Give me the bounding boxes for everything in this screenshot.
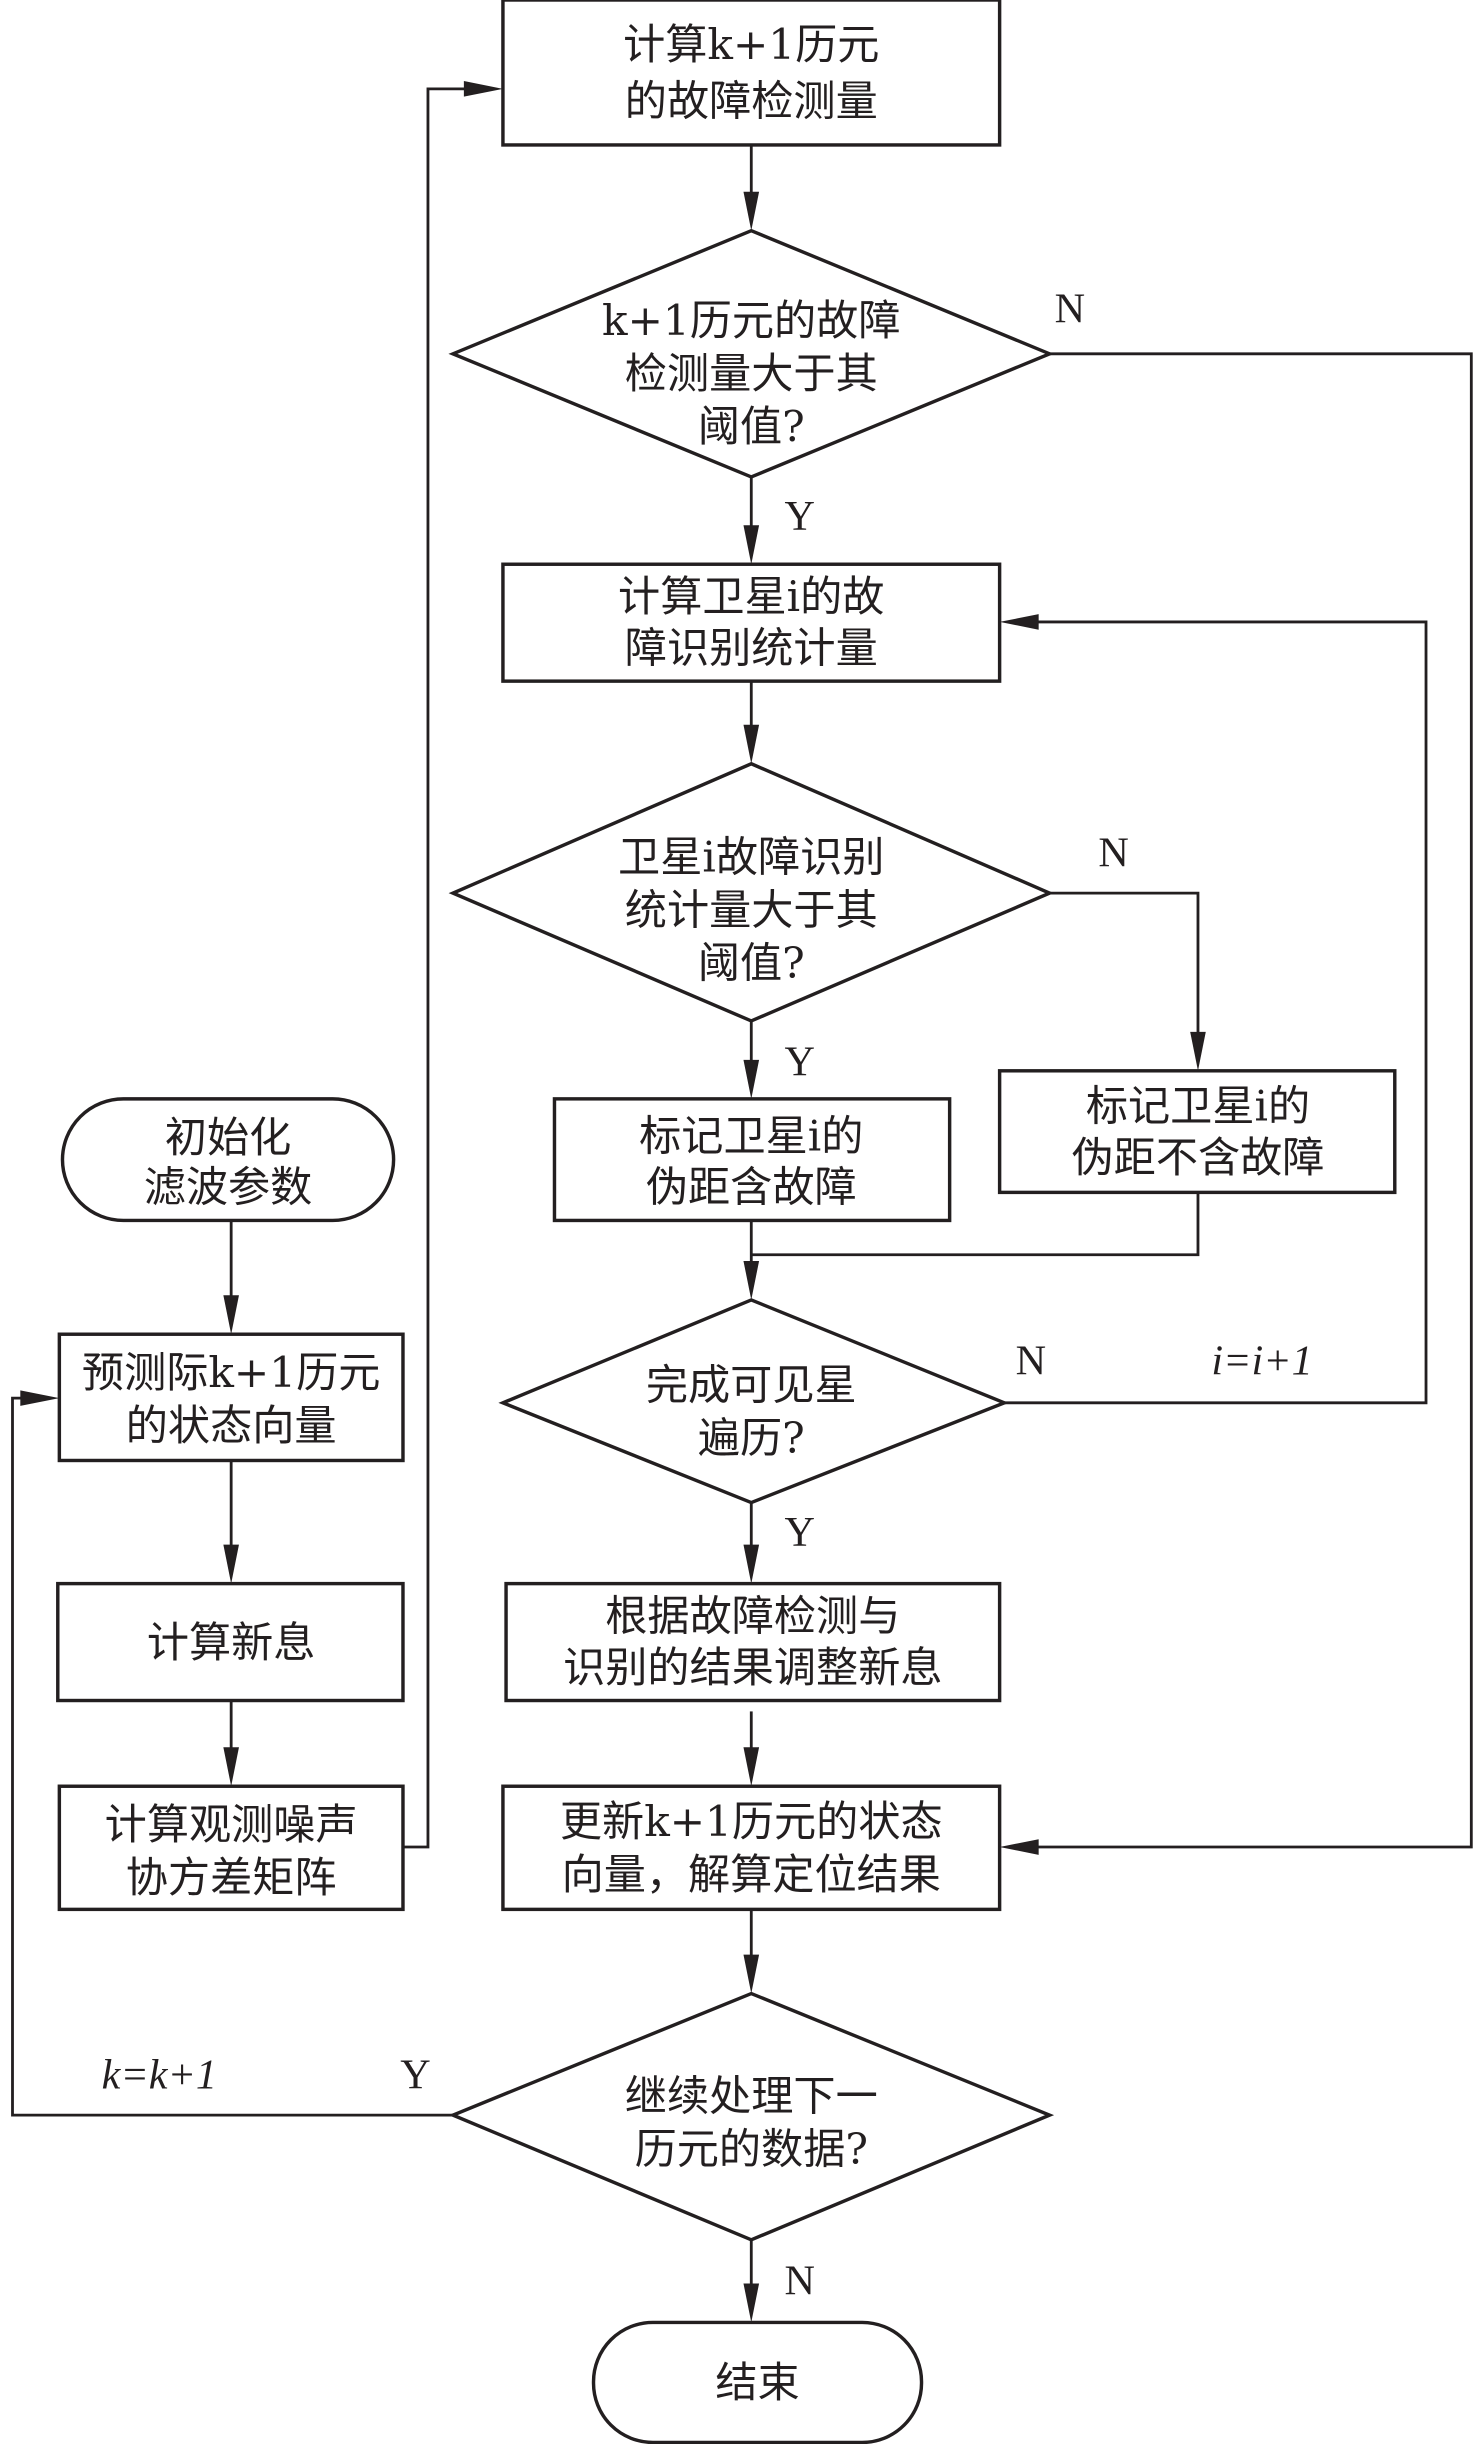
decision-shape (448, 761, 1054, 1023)
edge-noise-faultdetect (402, 87, 491, 1849)
label-traverse-yes: Y (784, 1509, 814, 1556)
node-start-line-2: 滤波参数 (144, 1163, 313, 1212)
arrowhead-down-icon (743, 1954, 760, 1994)
node-detect-decision-line-1: k+1历元的故障 (602, 296, 900, 345)
arrowhead-down-icon (743, 1260, 760, 1300)
process-shape (57, 1332, 405, 1463)
node-adjust-innovation-line-1: 根据故障检测与 (605, 1591, 900, 1640)
node-fault-identify: 计算卫星i的故 障识别统计量 (501, 562, 1002, 683)
process-shape (501, 562, 1002, 683)
node-compute-noise: 计算观测噪声 协方差矩阵 (57, 1784, 405, 1912)
node-fault-identify-line-2: 障识别统计量 (625, 623, 878, 672)
label-detect-yes: Y (784, 493, 814, 540)
node-update-state-line-1: 更新k+1历元的状态 (560, 1797, 943, 1846)
node-mark-ok-line-1: 标记卫星i的 (1086, 1082, 1310, 1131)
node-compute-innovation-line-1: 计算新息 (147, 1618, 316, 1667)
node-fault-detect-line-1: 计算k+1历元 (623, 20, 879, 69)
node-fault-identify-line-1: 计算卫星i的故 (618, 572, 884, 621)
arrowhead-down-icon (223, 1295, 239, 1335)
node-end: 结束 (591, 2320, 924, 2444)
process-shape (552, 1097, 952, 1223)
node-predict-state-line-2: 的状态向量 (126, 1401, 337, 1450)
process-shape (56, 1581, 405, 1703)
node-adjust-innovation: 根据故障检测与 识别的结果调整新息 (504, 1581, 1002, 1703)
process-shape (504, 1581, 1002, 1703)
edge-traverse-no (1004, 620, 1428, 1405)
arrowhead-down-icon (743, 2283, 760, 2323)
arrowheads (20, 81, 1206, 2323)
label-identify-yes: Y (784, 1039, 814, 1086)
node-compute-innovation: 计算新息 (56, 1581, 405, 1703)
process-shape (501, 1784, 1002, 1912)
node-predict-state-line-1: 预测际k+1历元 (82, 1348, 380, 1397)
arrowhead-right-icon (20, 1390, 60, 1406)
decision-shape (448, 228, 1055, 479)
node-mark-faulty-line-2: 伪距含故障 (646, 1163, 857, 1212)
node-mark-faulty-line-1: 标记卫星i的 (639, 1111, 863, 1160)
node-fault-detect: 计算k+1历元 的故障检测量 (501, 0, 1002, 147)
node-continue-decision: 继续处理下一 历元的数据? (448, 1991, 1055, 2242)
node-traverse-decision-line-1: 完成可见星 (646, 1361, 857, 1410)
node-start-line-1: 初始化 (165, 1113, 291, 1162)
edge-markok-merge (751, 1192, 1200, 1257)
node-detect-decision-line-3: 阈值? (698, 402, 805, 451)
node-detect-decision: k+1历元的故障 检测量大于其 阈值? (448, 228, 1055, 479)
node-continue-decision-line-1: 继续处理下一 (625, 2071, 878, 2120)
edge-identify-no (1049, 891, 1200, 1059)
node-compute-noise-line-1: 计算观测噪声 (105, 1800, 358, 1849)
arrowhead-down-icon (743, 724, 760, 764)
node-compute-noise-line-2: 协方差矩阵 (126, 1853, 337, 1902)
node-start: 初始化 滤波参数 (60, 1097, 396, 1223)
node-identify-decision-line-1: 卫星i故障识别 (618, 832, 884, 881)
node-identify-decision-line-2: 统计量大于其 (625, 885, 878, 934)
node-end-line-1: 结束 (715, 2358, 799, 2407)
label-identify-no: N (1098, 830, 1128, 877)
arrowhead-down-icon (743, 1544, 760, 1584)
arrowhead-right-icon (463, 81, 503, 97)
node-adjust-innovation-line-2: 识别的结果调整新息 (563, 1643, 942, 1692)
arrowhead-down-icon (223, 1747, 239, 1787)
terminator-shape (591, 2320, 924, 2444)
label-traverse-no: N (1016, 1338, 1046, 1385)
arrowhead-down-icon (743, 191, 760, 231)
arrowhead-left-icon (999, 614, 1039, 630)
node-update-state-line-2: 向量，解算定位结果 (562, 1850, 941, 1899)
node-traverse-decision: 完成可见星 遍历? (498, 1298, 1009, 1505)
node-fault-detect-line-2: 的故障检测量 (625, 76, 878, 125)
arrowhead-down-icon (743, 1747, 760, 1787)
terminator-shape (60, 1097, 396, 1223)
node-traverse-decision-line-2: 遍历? (698, 1414, 805, 1463)
node-mark-ok: 标记卫星i的 伪距不含故障 (997, 1069, 1397, 1195)
decision-shape (498, 1298, 1009, 1505)
node-detect-decision-line-2: 检测量大于其 (625, 349, 878, 398)
label-traverse-increment: i=i+1 (1211, 1338, 1312, 1385)
node-identify-decision-line-3: 阈值? (698, 938, 805, 987)
label-continue-increment: k=k+1 (102, 2052, 217, 2099)
arrowhead-down-icon (1190, 1031, 1206, 1071)
node-predict-state: 预测际k+1历元 的状态向量 (57, 1332, 405, 1463)
process-shape (501, 0, 1002, 147)
edge-detect-no (1012, 352, 1473, 1849)
arrowhead-down-icon (743, 525, 760, 565)
decision-shape (448, 1991, 1055, 2242)
node-continue-decision-line-2: 历元的数据? (635, 2124, 868, 2173)
label-continue-yes: Y (400, 2052, 430, 2099)
node-identify-decision: 卫星i故障识别 统计量大于其 阈值? (448, 761, 1054, 1023)
arrowhead-down-icon (223, 1544, 239, 1584)
label-continue-no: N (784, 2257, 814, 2304)
edge-labels: N Y N Y N i=i+1 Y k=k+1 Y N (102, 286, 1313, 2305)
process-shape (57, 1784, 405, 1912)
node-mark-ok-line-2: 伪距不含故障 (1072, 1133, 1325, 1182)
arrowhead-down-icon (743, 1059, 760, 1099)
node-mark-faulty: 标记卫星i的 伪距含故障 (552, 1097, 952, 1223)
node-update-state: 更新k+1历元的状态 向量，解算定位结果 (501, 1784, 1002, 1912)
process-shape (997, 1069, 1397, 1195)
label-detect-no: N (1055, 286, 1085, 333)
arrowhead-left-icon (999, 1839, 1039, 1855)
